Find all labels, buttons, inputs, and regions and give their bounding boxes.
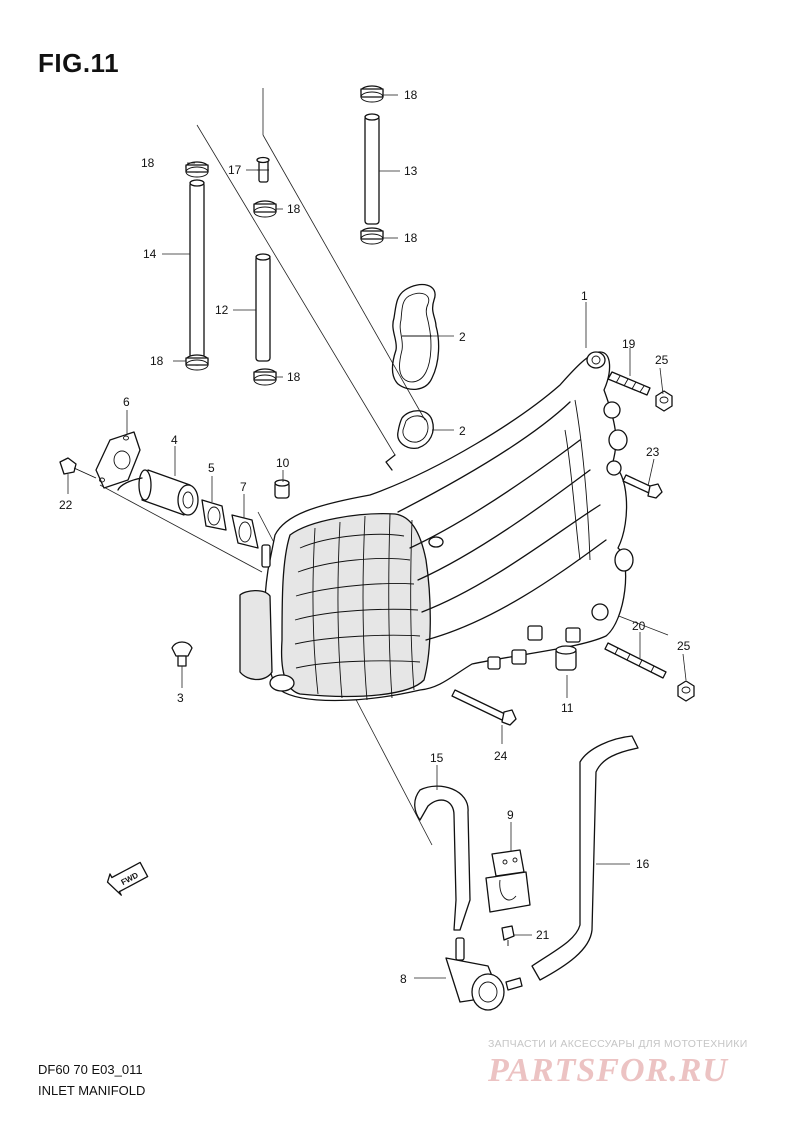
clamp-18-top-right [360, 85, 384, 103]
callout-4: 4 [171, 433, 178, 447]
part-17-fitting [256, 156, 270, 183]
callout-1: 1 [581, 289, 588, 303]
part-14-hose [189, 179, 205, 359]
part-5-gasket [201, 499, 227, 531]
part-8-filter [445, 937, 523, 1011]
clamp-18-upper-mid [253, 200, 277, 218]
part-13-hose [364, 113, 380, 225]
callout-7: 7 [240, 480, 247, 494]
part-20-stud [604, 642, 667, 679]
callout-20: 20 [632, 619, 646, 633]
part-1-inlet-manifold [239, 351, 634, 702]
callout-2-upper: 2 [459, 330, 466, 344]
part-11-spacer [555, 645, 577, 671]
callout-24: 24 [494, 749, 508, 763]
callout-3: 3 [177, 691, 184, 705]
callout-5: 5 [208, 461, 215, 475]
callout-19: 19 [622, 337, 636, 351]
watermark-brand: PARTSFOR.RU [488, 1052, 728, 1089]
part-21-screw [501, 925, 515, 946]
callout-13: 13 [404, 164, 418, 178]
callout-23: 23 [646, 445, 660, 459]
part-12-hose [255, 253, 271, 362]
callout-25-top: 25 [655, 353, 669, 367]
callout-12: 12 [215, 303, 229, 317]
watermark-caption: ЗАПЧАСТИ И АКСЕССУАРЫ ДЛЯ МОТОТЕХНИКИ [488, 1038, 748, 1050]
part-16-hose [531, 735, 639, 981]
callout-9: 9 [507, 808, 514, 822]
callout-18-right-bottom: 18 [404, 231, 418, 245]
diagram-name: INLET MANIFOLD [38, 1083, 146, 1098]
clamp-18-lower-mid [253, 368, 277, 386]
callout-10: 10 [276, 456, 290, 470]
part-22-screw [59, 457, 97, 479]
part-25-nut-bottom [677, 680, 695, 702]
part-2-gasket-lower [385, 410, 434, 471]
callout-16: 16 [636, 857, 650, 871]
part-6-gasket [95, 431, 141, 489]
callout-18-top-left: 18 [141, 156, 155, 170]
callout-17: 17 [228, 163, 242, 177]
part-15-hose [414, 785, 471, 931]
callout-11: 11 [561, 701, 574, 715]
callout-8: 8 [400, 972, 407, 986]
callout-18-bottom-left: 18 [150, 354, 164, 368]
part-9-bracket [485, 849, 531, 913]
callout-25-bottom: 25 [677, 639, 691, 653]
callout-18-upper-mid: 18 [287, 202, 301, 216]
part-10-spacer [274, 479, 290, 499]
callout-labels: 1 2 2 3 4 5 6 7 8 9 10 11 12 13 14 15 16… [59, 88, 691, 986]
diagram-code: DF60 70 E03_011 [38, 1062, 143, 1077]
callout-14: 14 [143, 247, 157, 261]
callout-18-lower-mid: 18 [287, 370, 301, 384]
callout-leader-lines [67, 94, 687, 979]
callout-22: 22 [59, 498, 73, 512]
figure-title: FIG.11 [38, 48, 120, 78]
part-3-plug [171, 641, 193, 667]
clamp-18-right-bottom [360, 227, 384, 245]
part-2-gasket-upper [391, 283, 440, 390]
part-19-bolt [607, 371, 651, 396]
callout-18-top-right: 18 [404, 88, 418, 102]
clamp-18-bottom-left [185, 354, 209, 371]
part-4-sensor [117, 469, 199, 516]
part-24-bolt [451, 689, 517, 726]
fwd-arrow-icon [106, 861, 149, 896]
clamp-18-top-left [185, 161, 209, 178]
part-7-fitting [231, 514, 271, 568]
callout-21: 21 [536, 928, 550, 942]
callout-2-lower: 2 [459, 424, 466, 438]
fwd-direction-marker: FWD [106, 861, 149, 896]
callout-6: 6 [123, 395, 130, 409]
part-23-bolt [622, 474, 663, 499]
callout-15: 15 [430, 751, 444, 765]
part-25-nut-top [655, 390, 673, 412]
